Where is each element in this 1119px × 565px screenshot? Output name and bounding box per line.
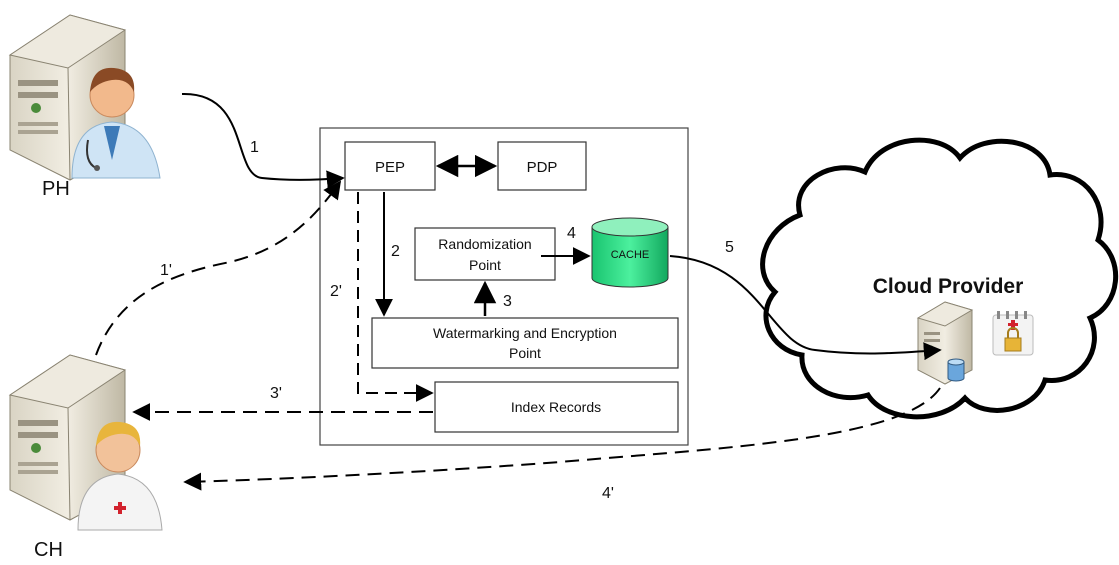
step-3-prime-label: 3'	[270, 385, 282, 402]
step-1-prime-label: 1'	[160, 262, 172, 279]
step-2-label: 2	[391, 243, 400, 260]
step-2-prime-label: 2'	[330, 283, 342, 300]
ch-server-icon	[8, 354, 127, 521]
watermarking-label-line2: Point	[509, 345, 541, 361]
index-records-label: Index Records	[511, 399, 601, 415]
pdp-box: PDP	[497, 141, 587, 191]
arrow-5	[669, 255, 942, 361]
randomization-label-line2: Point	[469, 257, 501, 273]
step-3-label: 3	[503, 293, 512, 310]
index-records-box: Index Records	[434, 381, 679, 433]
doctor-icon	[71, 67, 161, 179]
medical-lock-icon	[992, 311, 1034, 356]
arrow-1	[181, 92, 345, 189]
pdp-label: PDP	[527, 159, 558, 176]
pep-label: PEP	[375, 159, 405, 176]
arrow-1-prime	[95, 180, 342, 356]
step-4-label: 4	[567, 225, 576, 242]
cloud-server-icon	[916, 301, 974, 385]
step-5-label: 5	[725, 239, 734, 256]
pep-box: PEP	[344, 141, 436, 191]
randomization-box: Randomization Point	[414, 227, 556, 281]
cache-label: CACHE	[611, 249, 650, 261]
cloud-provider-title: Cloud Provider	[873, 275, 1024, 298]
cache-cylinder: CACHE	[591, 217, 669, 288]
randomization-label-line1: Randomization	[438, 236, 531, 252]
step-1-label: 1	[250, 139, 259, 156]
watermarking-label-line1: Watermarking and Encryption	[433, 325, 617, 341]
ph-label: PH	[42, 178, 70, 200]
step-4-prime-label: 4'	[602, 485, 614, 502]
arrow-2-prime	[357, 192, 434, 402]
nurse-icon	[77, 421, 163, 531]
ch-label: CH	[34, 539, 63, 561]
watermarking-box: Watermarking and Encryption Point	[371, 317, 679, 369]
